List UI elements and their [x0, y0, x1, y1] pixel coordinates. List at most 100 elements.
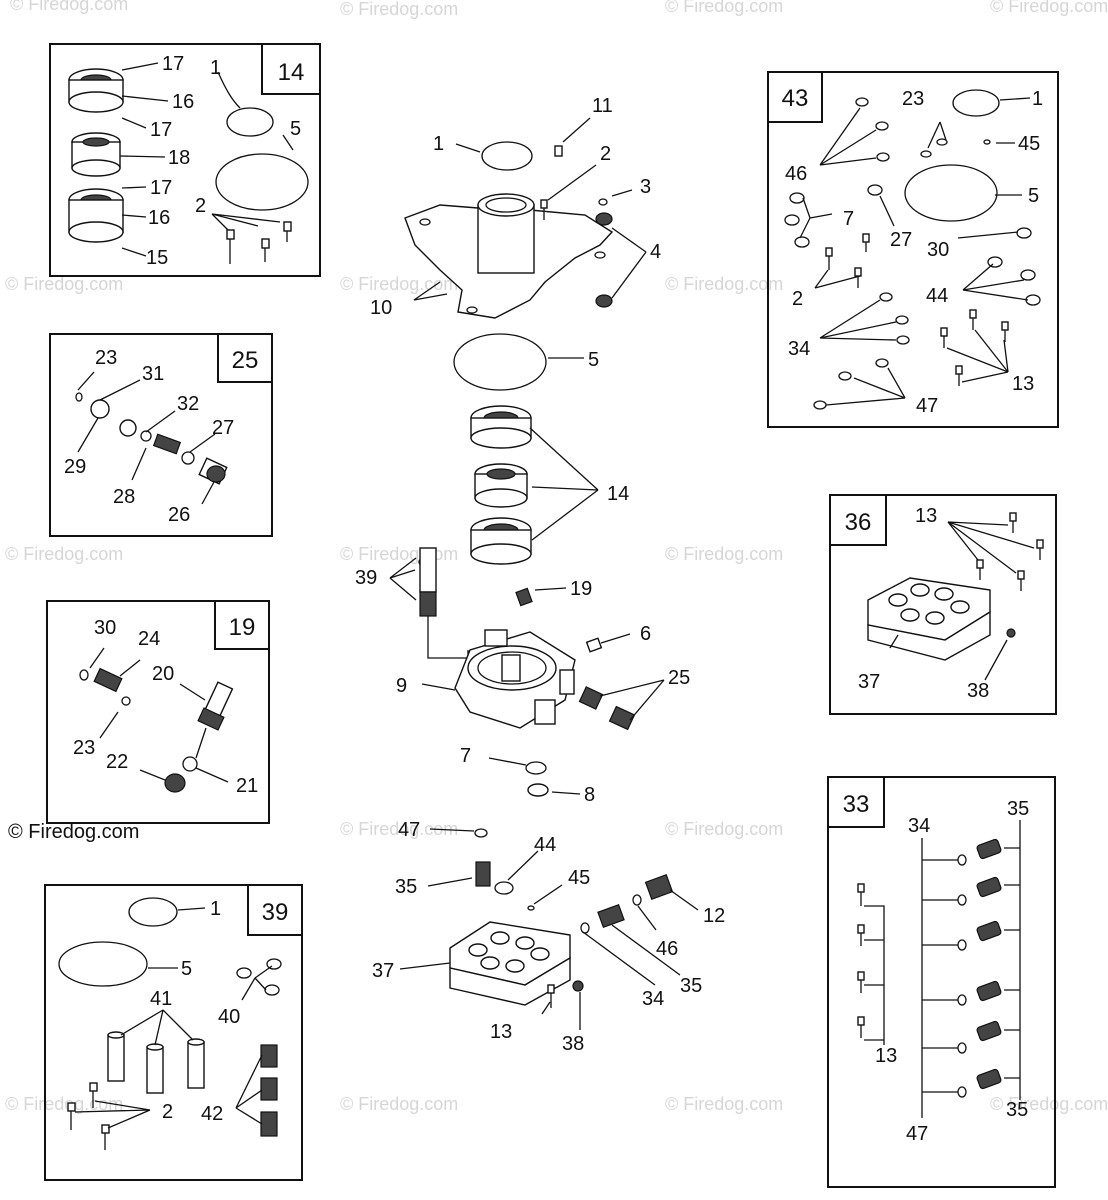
part-label: 30	[94, 617, 116, 639]
bolt-icon	[547, 984, 555, 1008]
o-ring-icon	[140, 430, 152, 442]
washer-icon	[595, 212, 613, 308]
seal-icon	[580, 922, 590, 934]
inset-number: 19	[229, 614, 256, 641]
valve-icon	[976, 838, 1002, 1090]
copyright: © Firedog.com	[8, 821, 139, 843]
part-label: 5	[1028, 185, 1039, 207]
part-label: 22	[106, 751, 128, 773]
part-label: 17	[162, 53, 184, 75]
valve-icon	[93, 667, 123, 693]
part-label: 5	[588, 349, 599, 371]
unloader-fitting-icon	[197, 681, 234, 731]
part-label: 13	[1012, 373, 1034, 395]
watermark: © Firedog.com	[665, 544, 783, 564]
housing-icon	[404, 193, 614, 319]
part-label: 27	[212, 417, 234, 439]
watermark: © Firedog.com	[340, 0, 458, 19]
watermark: © Firedog.com	[340, 1094, 458, 1114]
part-label: 40	[218, 1006, 240, 1028]
part-label: 10	[370, 297, 392, 319]
part-label: 13	[915, 505, 937, 527]
part-label: 35	[1007, 798, 1029, 820]
part-label: 1	[1032, 88, 1043, 110]
part-label: 11	[592, 95, 613, 117]
part-label: 7	[843, 208, 854, 230]
part-label: 44	[534, 834, 556, 856]
inset-36: 36 13 37 38	[829, 494, 1057, 715]
inset-number: 39	[262, 899, 289, 926]
bearing-icon	[68, 188, 124, 243]
plug-icon	[1006, 628, 1016, 638]
o-ring-icon	[525, 761, 547, 775]
o-ring-icon	[494, 881, 514, 895]
part-label: 9	[396, 675, 407, 697]
part-label: 16	[172, 91, 194, 113]
watermark: © Firedog.com	[990, 0, 1108, 16]
o-ring-icon	[182, 756, 198, 772]
watermark: © Firedog.com	[340, 274, 458, 294]
seal-icon	[598, 198, 608, 206]
part-label: 47	[916, 395, 938, 417]
bolt-icon	[67, 1082, 110, 1150]
part-label: 23	[902, 88, 924, 110]
watermark: © Firedog.com	[5, 274, 123, 294]
part-label: 8	[584, 784, 595, 806]
inset-number: 14	[278, 59, 305, 86]
part-label: 17	[150, 119, 172, 141]
part-label: 3	[640, 176, 651, 198]
seal-icon	[527, 905, 535, 911]
part-label: 28	[113, 486, 135, 508]
part-label: 30	[927, 239, 949, 261]
washer-icon	[527, 783, 549, 797]
part-label: 2	[162, 1101, 173, 1123]
seal-icon	[632, 894, 642, 906]
part-label: 7	[460, 745, 471, 767]
seal-icon	[236, 958, 282, 996]
part-label: 15	[146, 247, 168, 269]
watermark: © Firedog.com	[665, 274, 783, 294]
seal-icon	[957, 854, 967, 1098]
part-label: 26	[168, 504, 190, 526]
piston-icon	[419, 547, 437, 617]
bushing-icon	[71, 132, 121, 177]
part-label: 4	[650, 241, 661, 263]
o-ring-icon	[181, 451, 195, 465]
seal-icon	[813, 292, 910, 410]
bearing-icon	[470, 405, 532, 449]
seal-icon	[474, 828, 488, 838]
inset-number: 43	[782, 85, 809, 112]
bearing-icon	[68, 68, 124, 113]
watermark: © Firedog.com	[665, 0, 783, 16]
valve-icon	[475, 861, 491, 887]
bolt-icon	[976, 512, 1044, 591]
part-label: 23	[95, 347, 117, 369]
o-ring-icon	[128, 897, 178, 927]
part-label: 37	[372, 960, 394, 982]
part-label: 25	[668, 667, 690, 689]
bolt-icon	[226, 221, 292, 264]
pump-body: 39 19 6 9 25 7 8	[355, 547, 690, 806]
part-label: 29	[64, 456, 86, 478]
watermark: © Firedog.com	[5, 544, 123, 564]
part-label: 24	[138, 628, 160, 650]
part-label: 32	[177, 393, 199, 415]
inset-25: 25 23 31 32 27 29 28 26	[49, 333, 273, 537]
part-label: 41	[150, 988, 172, 1010]
seal-icon	[855, 97, 1032, 239]
part-label: 34	[788, 338, 810, 360]
bushing-icon	[474, 463, 528, 508]
valve-icon	[578, 686, 636, 731]
o-ring-icon	[79, 669, 89, 681]
part-label: 35	[680, 975, 702, 997]
plug-icon	[572, 980, 584, 992]
part-label: 13	[490, 1021, 512, 1043]
part-label: 47	[906, 1123, 928, 1145]
part-label: 45	[1018, 133, 1040, 155]
part-label: 1	[210, 898, 221, 920]
pump-head: 47 44 35 45 12 46 37 35 34 13 38	[372, 819, 725, 1055]
watermark: © Firedog.com	[340, 819, 458, 839]
o-ring-icon	[952, 89, 1000, 117]
part-label: 1	[210, 57, 221, 79]
